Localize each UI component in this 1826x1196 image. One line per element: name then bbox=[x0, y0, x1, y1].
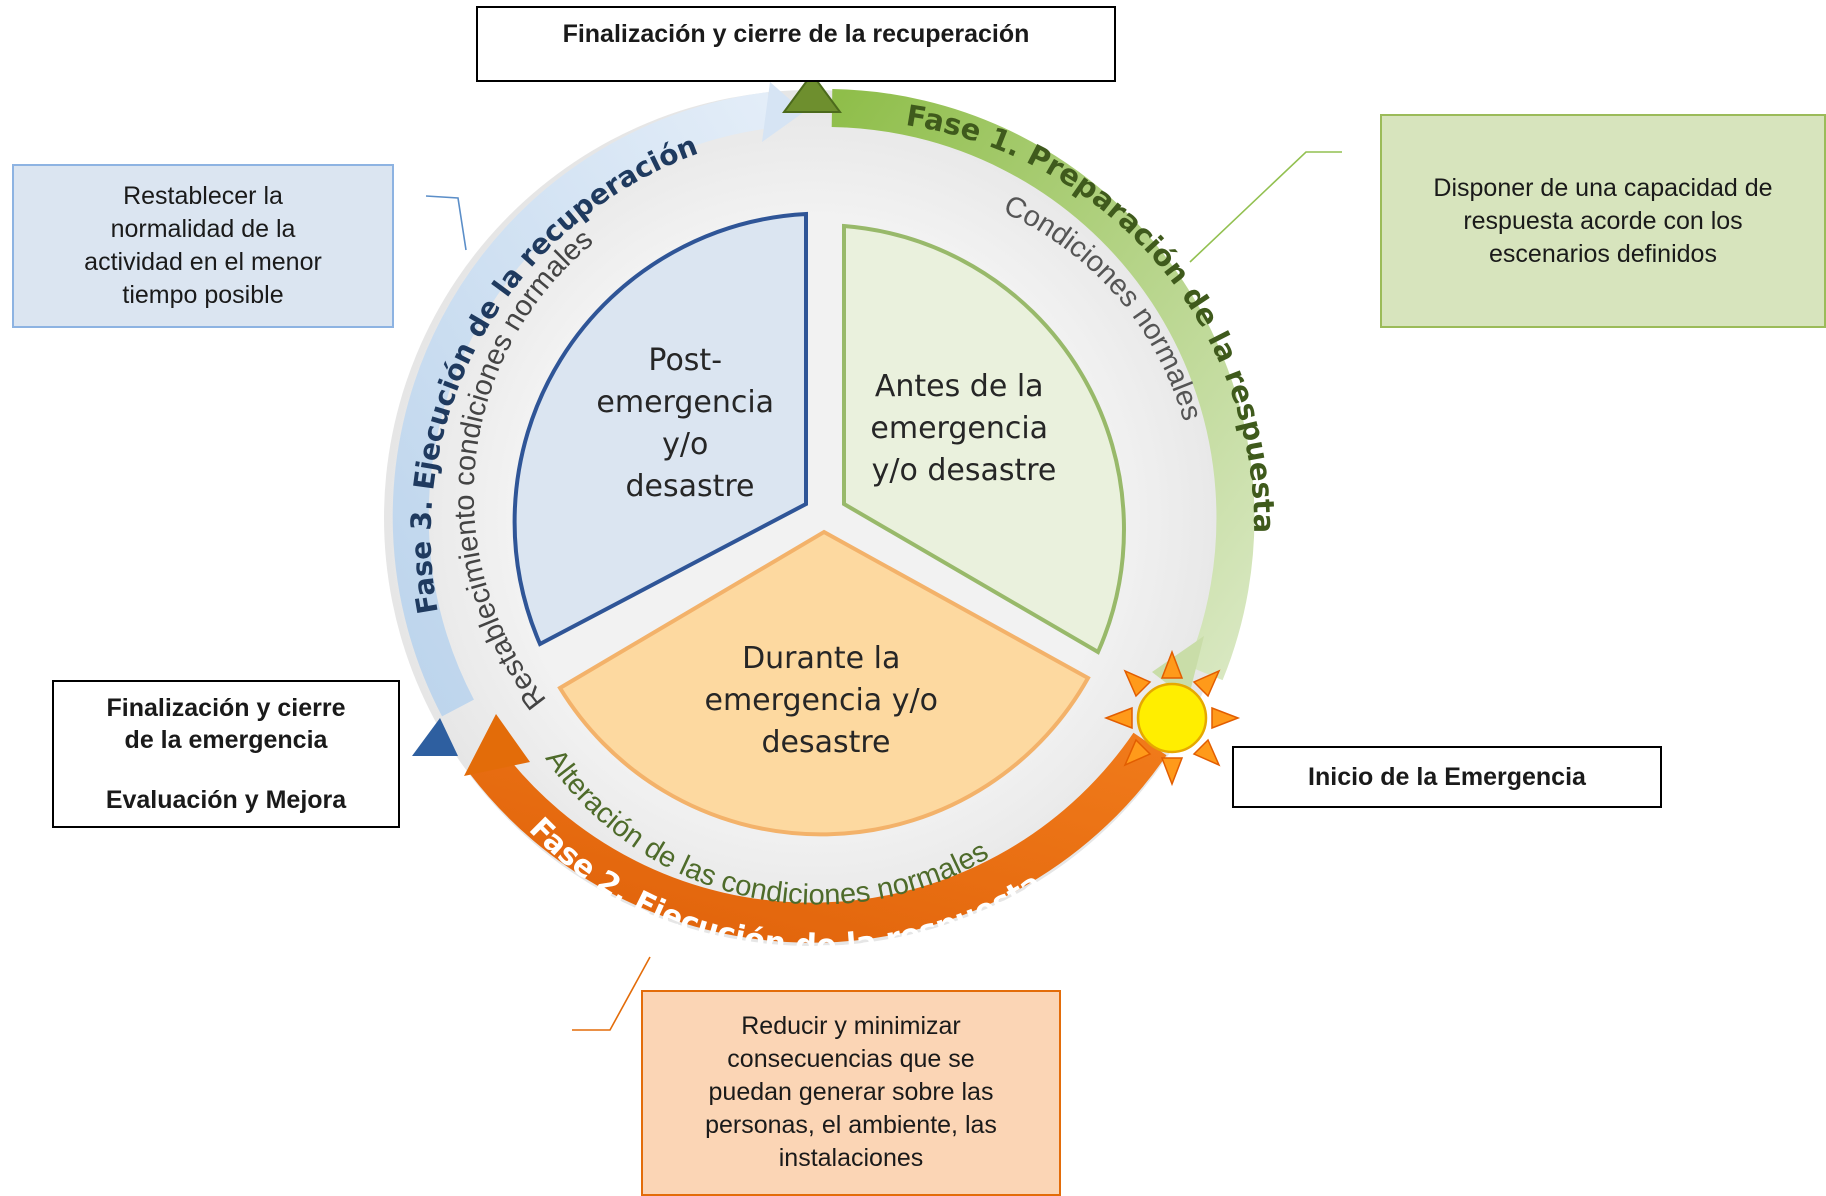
segment-post bbox=[512, 211, 808, 647]
recovery-goal-note: Restablecer la normalidad de la activida… bbox=[12, 164, 394, 328]
leader-line-bottom bbox=[572, 956, 651, 1031]
sun-icon bbox=[1103, 649, 1241, 787]
fase1-arc bbox=[831, 89, 1255, 681]
response-goal-line: personas, el ambiente, las bbox=[705, 1111, 997, 1139]
response-goal-line: instalaciones bbox=[778, 1144, 924, 1172]
recovery-goal-line: Restablecer la bbox=[123, 182, 283, 210]
segment-before bbox=[842, 223, 1126, 655]
triangle-marker-icon bbox=[782, 72, 842, 113]
fase2-arc bbox=[470, 732, 1167, 943]
response-goal-line: Reducir y minimizar bbox=[741, 1012, 961, 1040]
preparation-goal-line: Disponer de una capacidad de bbox=[1433, 174, 1773, 202]
recovery-closure-text: Finalización y cierre de la recuperación bbox=[562, 20, 1030, 48]
emergency-closure-box: Finalización y cierre de la emergencia E… bbox=[52, 680, 400, 828]
emergency-closure-line: Finalización y cierre bbox=[106, 694, 346, 722]
fase2-arrowhead bbox=[464, 714, 530, 776]
emergency-closure-line: de la emergencia bbox=[124, 726, 328, 754]
preparation-goal-line: escenarios definidos bbox=[1489, 240, 1717, 268]
segment-before-text: Antes de la emergencia y/o desastre bbox=[870, 369, 1057, 488]
emergency-start-text: Inicio de la Emergencia bbox=[1308, 762, 1586, 791]
recovery-goal-line: normalidad de la bbox=[110, 215, 296, 243]
preparation-goal-line: respuesta acorde con los bbox=[1463, 207, 1743, 235]
leader-line-right bbox=[1189, 151, 1342, 263]
segment-during-text: Durante la emergencia y/o desastre bbox=[705, 641, 948, 760]
segment-during bbox=[557, 529, 1091, 837]
fase3-arc bbox=[392, 92, 773, 717]
response-goal-note: Reducir y minimizar consecuencias que se… bbox=[641, 990, 1061, 1196]
response-goal-line: consecuencias que se bbox=[727, 1045, 975, 1073]
recovery-goal-line: tiempo posible bbox=[122, 281, 284, 309]
response-goal-line: puedan generar sobre las bbox=[708, 1078, 994, 1106]
segment-post-text: Post- emergencia y/o desastre bbox=[596, 343, 783, 504]
emergency-start-box: Inicio de la Emergencia bbox=[1232, 746, 1662, 808]
evaluation-improvement-text: Evaluación y Mejora bbox=[105, 786, 347, 814]
leader-line-left bbox=[425, 195, 467, 251]
preparation-goal-note: Disponer de una capacidad de respuesta a… bbox=[1380, 114, 1826, 328]
triangle-marker-icon-left bbox=[412, 718, 458, 756]
recovery-closure-box: Finalización y cierre de la recuperación bbox=[476, 6, 1116, 82]
recovery-goal-line: actividad en el menor bbox=[84, 248, 322, 276]
